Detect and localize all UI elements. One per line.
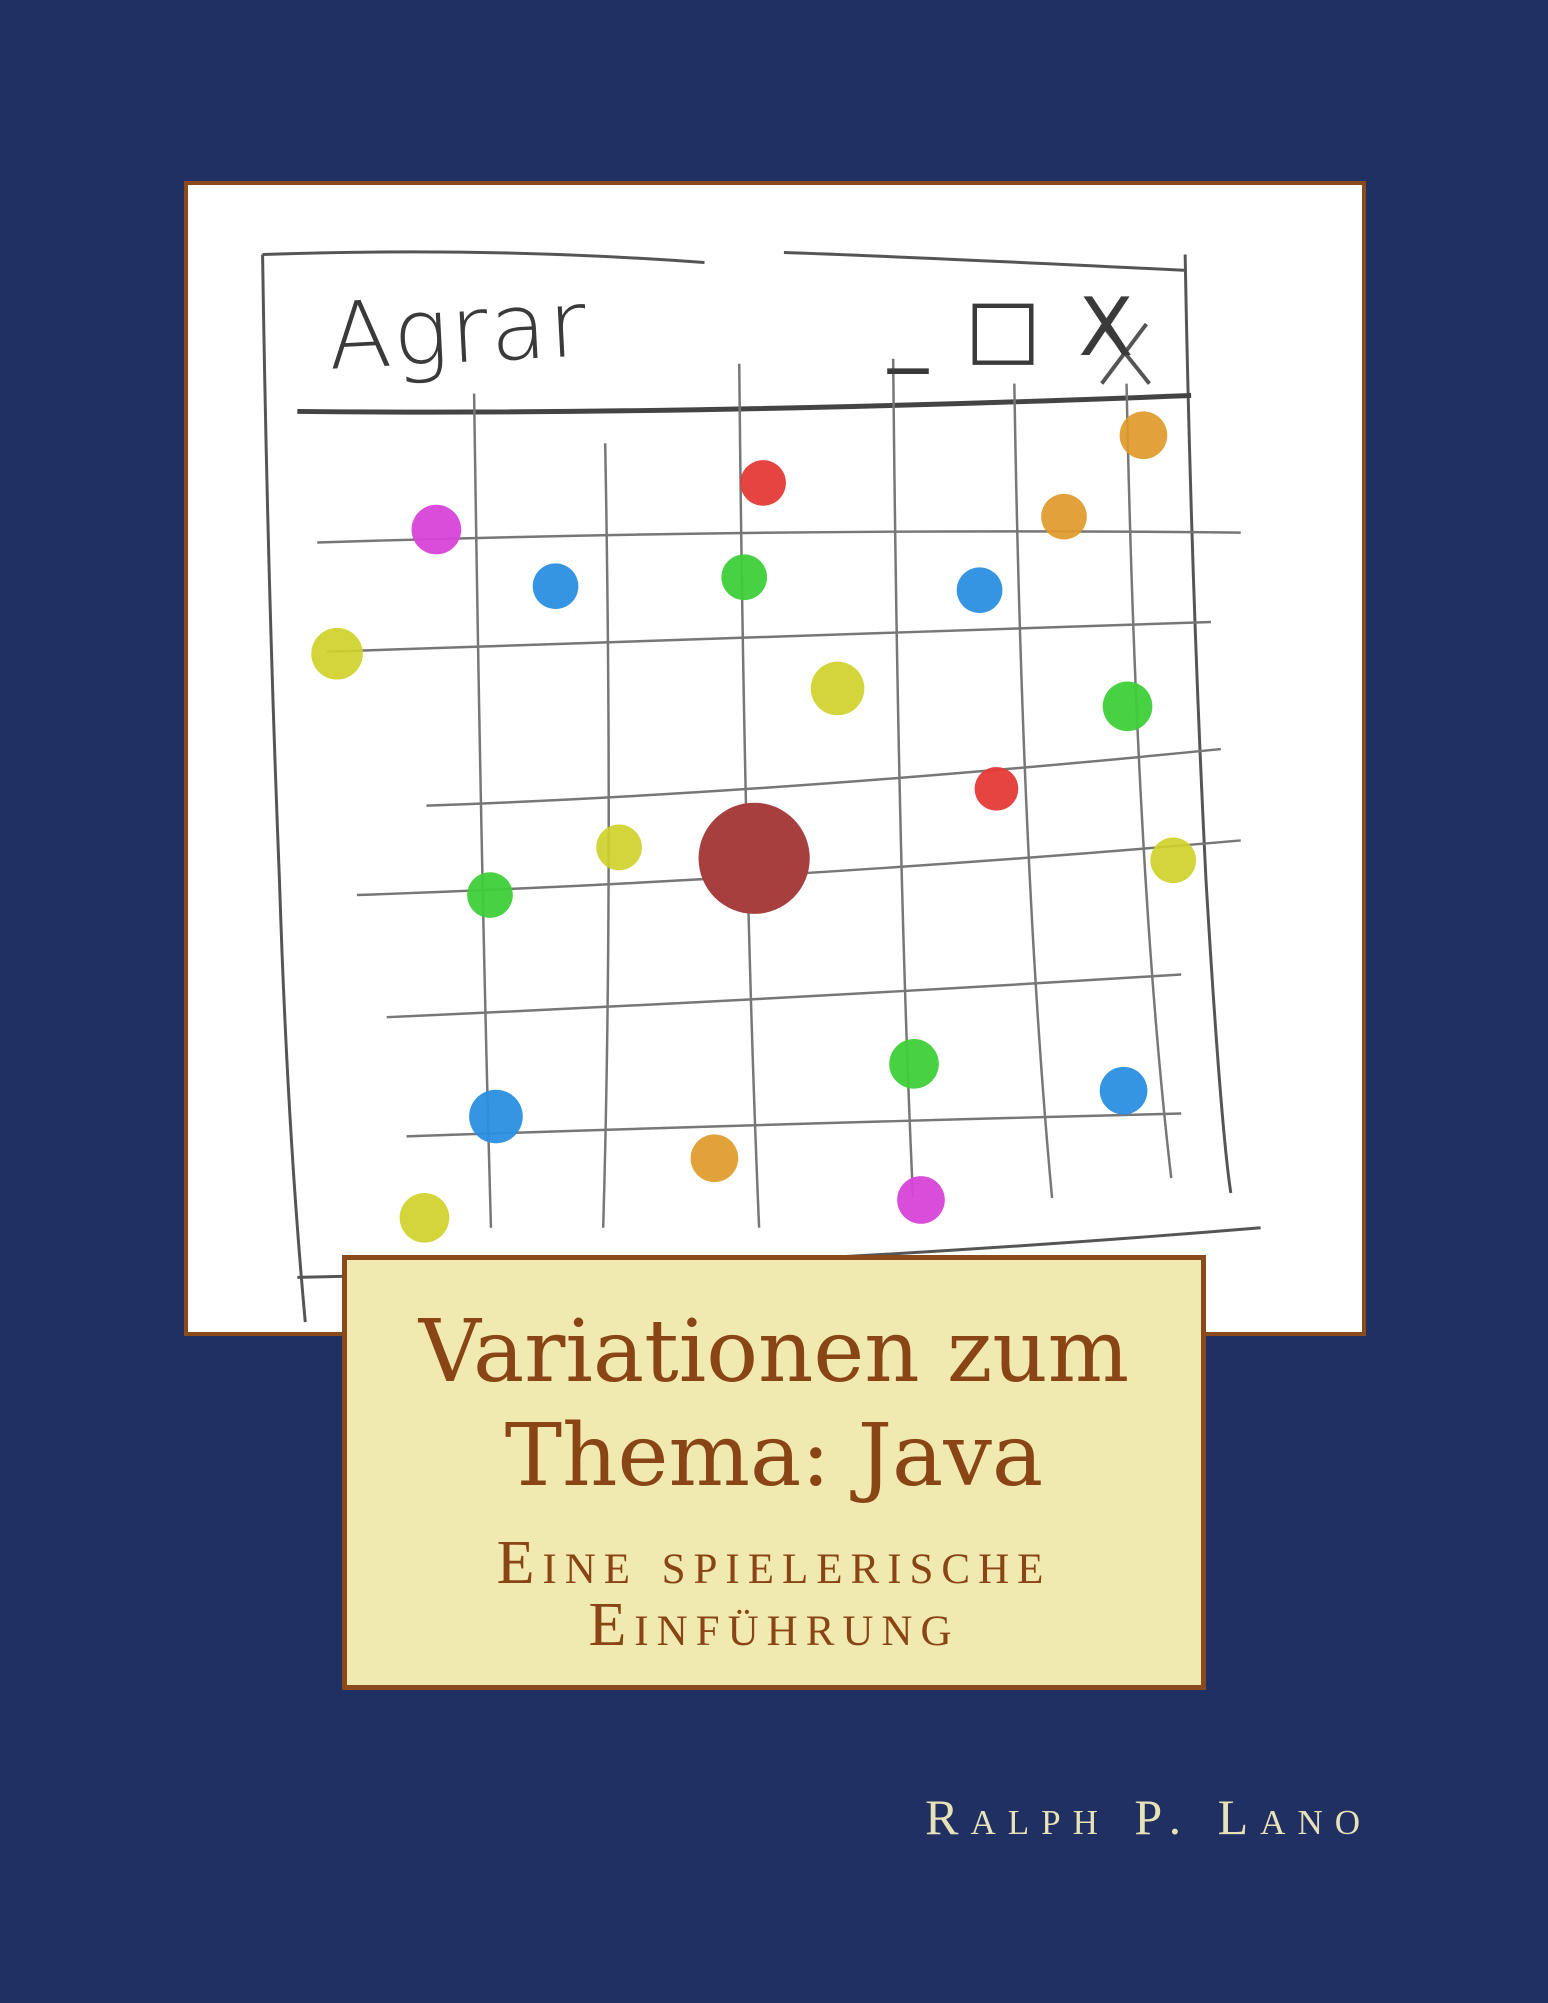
title-box: Variationen zum Thema: Java Eine spieler… bbox=[342, 1255, 1206, 1690]
book-subtitle-line-2: Einführung bbox=[588, 1591, 960, 1659]
book-subtitle: Eine spielerische Einführung bbox=[347, 1532, 1201, 1656]
sketch-window-controls: _ □ X bbox=[888, 281, 1140, 374]
author-name: Ralph P. Lano bbox=[925, 1789, 1372, 1845]
book-title: Variationen zum Thema: Java bbox=[347, 1300, 1201, 1508]
cover-illustration: Agrar _ □ X bbox=[184, 181, 1366, 1336]
book-title-line-2: Thema: Java bbox=[504, 1406, 1044, 1506]
book-subtitle-line-1: Eine spielerische bbox=[496, 1529, 1052, 1597]
book-title-line-1: Variationen zum bbox=[418, 1302, 1130, 1402]
sketch-window-title: Agrar bbox=[325, 270, 591, 391]
